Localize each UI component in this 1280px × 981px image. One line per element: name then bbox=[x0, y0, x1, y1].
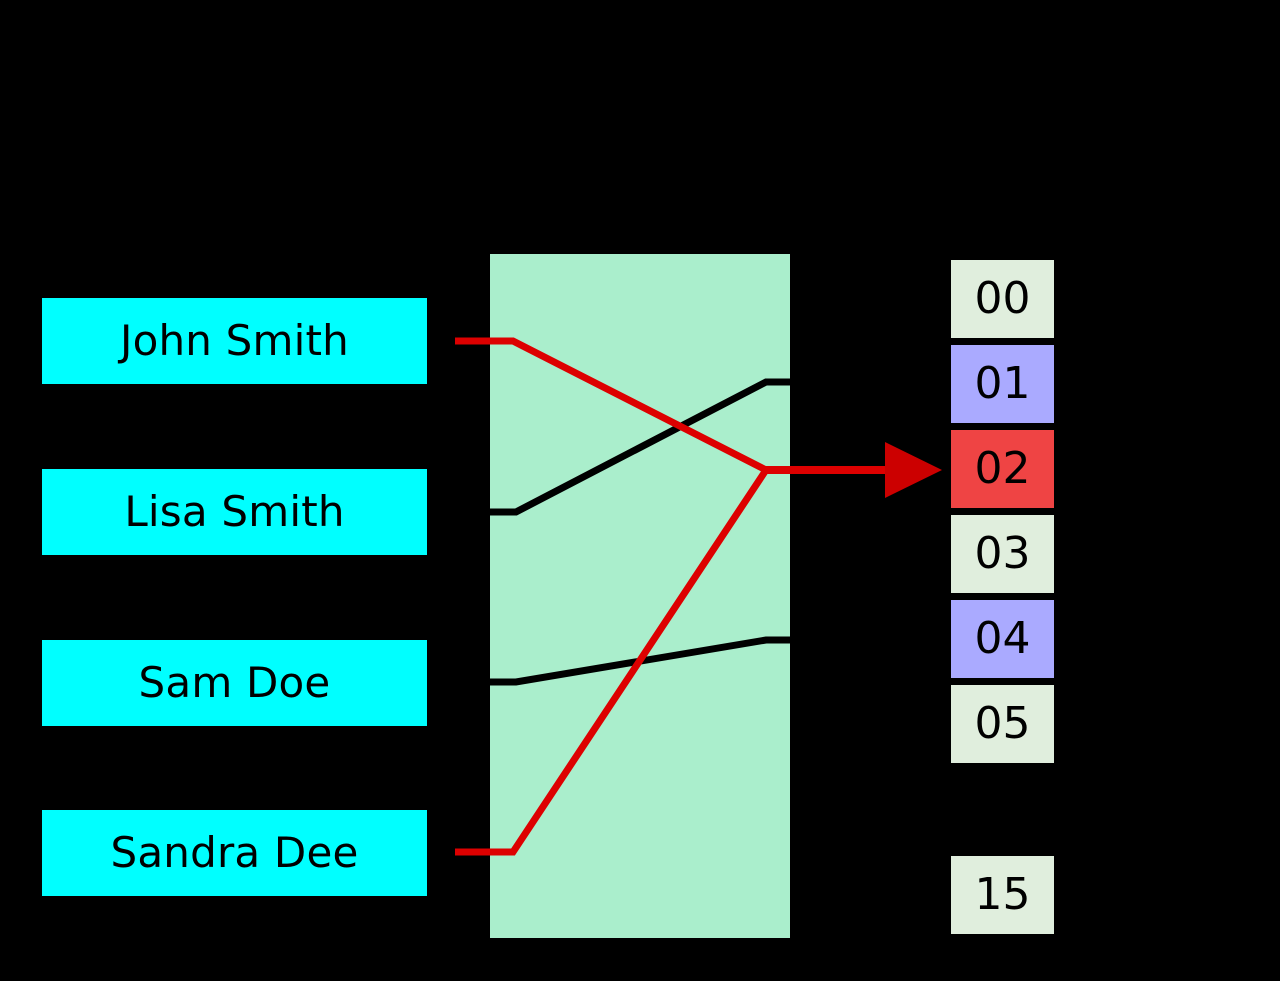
slot-label: 03 bbox=[974, 528, 1031, 579]
key-label: Sandra Dee bbox=[110, 828, 359, 877]
key-box-sandra-dee[interactable]: Sandra Dee bbox=[42, 810, 427, 896]
slot-02[interactable]: 02 bbox=[951, 430, 1054, 508]
slot-label: 01 bbox=[974, 358, 1031, 409]
slot-label: 04 bbox=[974, 613, 1031, 664]
slot-00[interactable]: 00 bbox=[951, 260, 1054, 338]
key-box-sam-doe[interactable]: Sam Doe bbox=[42, 640, 427, 726]
slot-label: 00 bbox=[974, 273, 1031, 324]
key-label: John Smith bbox=[119, 316, 349, 365]
hash-function-panel bbox=[490, 254, 790, 938]
slot-03[interactable]: 03 bbox=[951, 515, 1054, 593]
key-label: Lisa Smith bbox=[124, 487, 345, 536]
key-box-lisa-smith[interactable]: Lisa Smith bbox=[42, 469, 427, 555]
key-box-john-smith[interactable]: John Smith bbox=[42, 298, 427, 384]
slot-label: 02 bbox=[974, 443, 1031, 494]
key-label: Sam Doe bbox=[138, 658, 331, 707]
slot-01[interactable]: 01 bbox=[951, 345, 1054, 423]
slot-15[interactable]: 15 bbox=[951, 856, 1054, 934]
arrow-head-icon bbox=[885, 442, 942, 498]
slot-04[interactable]: 04 bbox=[951, 600, 1054, 678]
slot-label: 05 bbox=[974, 698, 1031, 749]
slot-label: 15 bbox=[974, 869, 1031, 920]
slot-05[interactable]: 05 bbox=[951, 685, 1054, 763]
